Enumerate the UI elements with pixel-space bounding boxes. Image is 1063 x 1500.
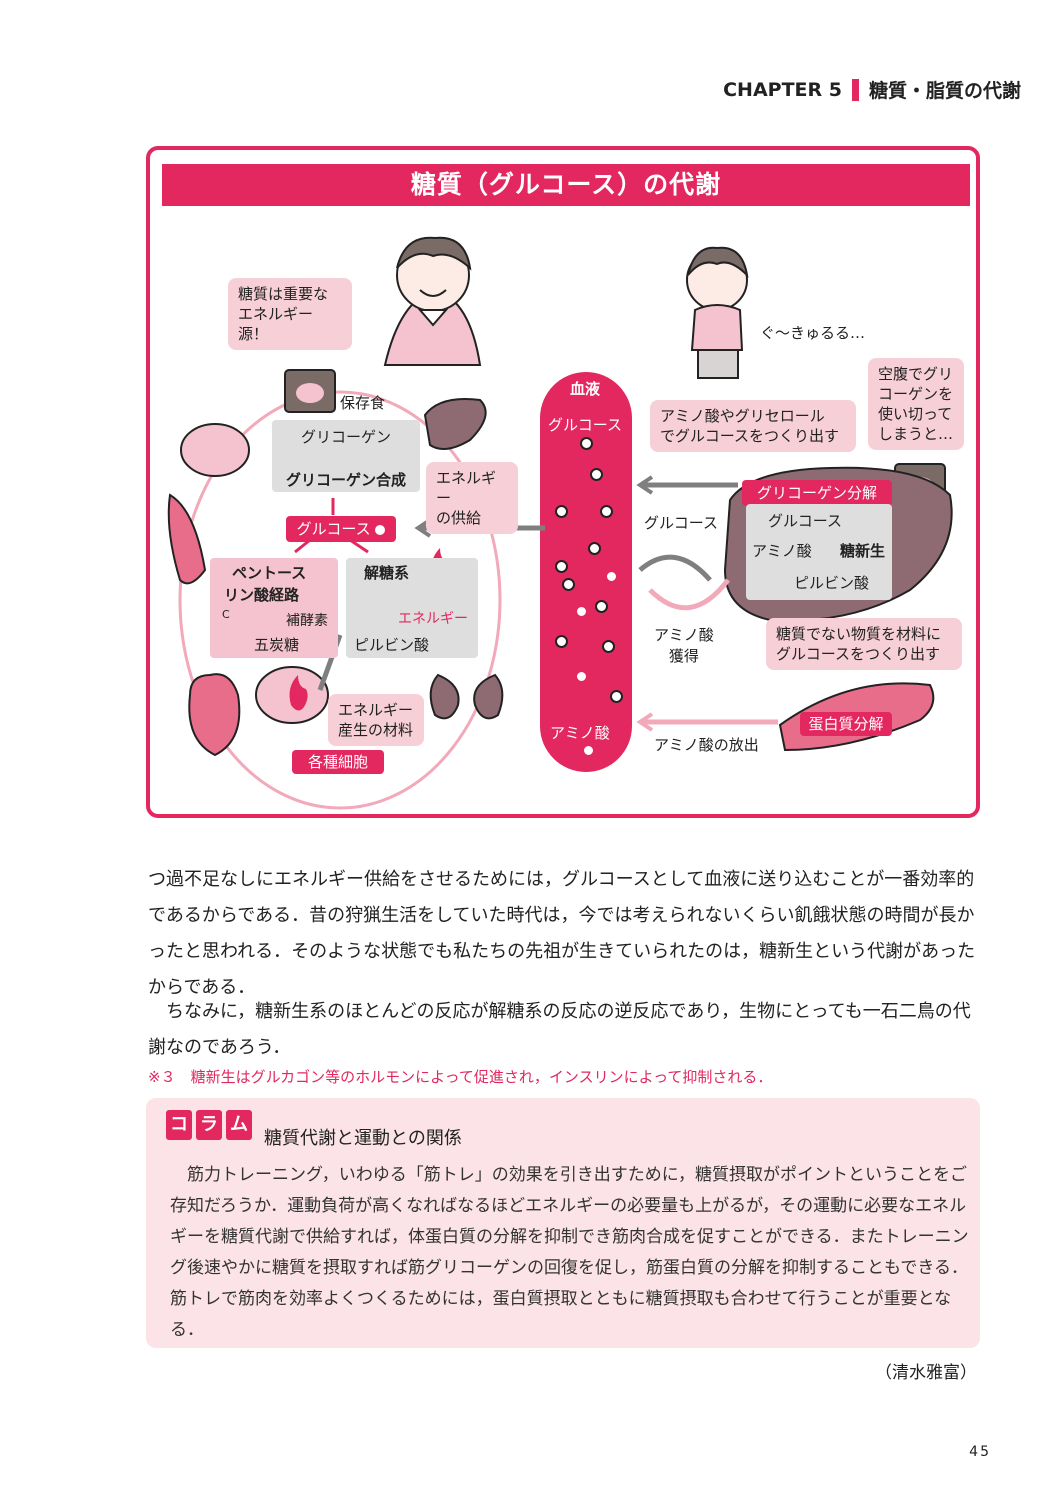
- column-title: 糖質代謝と運動との関係: [264, 1128, 462, 1149]
- header-divider: [851, 78, 859, 101]
- brain-icon: [180, 423, 250, 477]
- amino-glycerol-bubble: アミノ酸やグリセロール でグルコースをつくり出す: [650, 400, 856, 452]
- amino-molecule: [575, 605, 588, 618]
- paragraph-2: ちなみに，糖新生系のほとんどの反応が解糖系の反応の逆反応であり，生物にとっても一…: [148, 1001, 971, 1058]
- paragraph-1: つ過不足なしにエネルギー供給をさせるためには，グルコースとして血液に送り込むこと…: [148, 869, 976, 998]
- glycogen-label: グリコーゲン: [300, 428, 391, 446]
- liver-icon-small: [423, 398, 487, 450]
- hungry-line-4: しまうと…: [878, 425, 954, 443]
- stomach-sound: ぐ～きゅるる…: [760, 324, 866, 342]
- happy-speech-bubble: 糖質は重要な エネルギー源！: [228, 278, 352, 350]
- non-sugar-bubble: 糖質でない物質を材料に グルコースをつくり出す: [766, 618, 962, 670]
- pentose-sugar-label: 五炭糖: [254, 636, 300, 654]
- glucose-metabolism-figure: 糖質（グルコース）の代謝: [146, 146, 980, 818]
- hungry-line-1: 空腹でグリ: [878, 365, 954, 383]
- glycogen-box: グリコーゲン グリコーゲン合成: [272, 420, 420, 492]
- glucose-molecule: [610, 690, 623, 703]
- blood-label: 血液: [570, 380, 601, 398]
- happy-boy-illustration: [383, 236, 482, 366]
- amino-gain-line-1: アミノ酸: [654, 626, 714, 644]
- amino-release-label: アミノ酸の放出: [654, 736, 759, 754]
- canned-food-icon-left: [284, 369, 336, 413]
- amino-glycerol-line-1: アミノ酸やグリセロール: [660, 407, 825, 425]
- pink-arrows: [636, 578, 778, 732]
- liver-glucose-label: グルコース: [768, 512, 842, 530]
- fire-icon-mito: [289, 675, 308, 711]
- energy-material-line-1: エネルギー: [338, 701, 414, 719]
- column-box: コ ラ ム 糖質代謝と運動との関係 筋力トレーニング，いわゆる「筋トレ」の効果を…: [146, 1098, 980, 1348]
- glycolysis-box: 解糖系 エネルギー ピルビン酸: [346, 558, 478, 658]
- energy-supply-bubble: エネルギー の供給: [426, 462, 518, 534]
- liver-pyruvate-label: ピルビン酸: [794, 574, 870, 592]
- footnote: ※３ 糖新生はグルカゴン等のホルモンによって促進され，インスリンによって抑制され…: [148, 1068, 773, 1086]
- chapter-header: CHAPTER 5 糖質・脂質の代謝: [723, 76, 1021, 103]
- hungry-speech-bubble: 空腹でグリ コーゲンを 使い切って しまうと…: [868, 358, 964, 450]
- energy-supply-line-2: の供給: [436, 509, 482, 527]
- glycolysis-label: 解糖系: [364, 564, 410, 582]
- amino-gain-label: アミノ酸 獲得: [654, 624, 714, 666]
- hungry-line-3: 使い切って: [878, 405, 953, 423]
- pentose-line-2: リン酸経路: [224, 586, 300, 604]
- coenzyme-label: 補酵素: [286, 613, 328, 629]
- heart-icon: [188, 673, 241, 757]
- glucose-molecule: [580, 437, 593, 450]
- pyruvate-label: ピルビン酸: [354, 636, 430, 654]
- author: （清水雅富）: [875, 1363, 977, 1383]
- glucose-molecule: [555, 560, 568, 573]
- glucose-molecule: [555, 635, 568, 648]
- chapter-number: CHAPTER 5: [723, 78, 842, 101]
- cell-types-label: 各種細胞: [292, 750, 384, 774]
- speech-line-2: エネルギー源！: [238, 305, 314, 343]
- chapter-title: 糖質・脂質の代謝: [868, 80, 1021, 102]
- pentose-line-1: ペントース: [232, 564, 307, 582]
- energy-label: エネルギー: [398, 611, 468, 627]
- speech-line-1: 糖質は重要な: [238, 285, 329, 303]
- glucose-molecule: [602, 640, 615, 653]
- glycogen-synthesis-label: グリコーゲン合成: [285, 471, 406, 489]
- non-sugar-line-2: グルコースをつくり出す: [776, 645, 940, 663]
- cell-glucose-pill: グルコース: [286, 516, 396, 542]
- glucose-molecule: [600, 505, 613, 518]
- glucose-molecule-icon: [375, 524, 386, 535]
- amino-glycerol-line-2: でグルコースをつくり出す: [660, 427, 839, 445]
- glucose-molecule: [555, 505, 568, 518]
- amino-gain-line-2: 獲得: [668, 647, 699, 665]
- amino-molecule: [605, 570, 618, 583]
- preserved-food-label: 保存食: [340, 394, 386, 412]
- energy-material-bubble: エネルギー 産生の材料: [328, 694, 424, 746]
- blood-vessel: [540, 372, 632, 772]
- arrow-glucose-label: グルコース: [644, 514, 718, 532]
- amino-molecule: [582, 744, 595, 757]
- liver-amino-label: アミノ酸: [752, 542, 812, 560]
- figure-title: 糖質（グルコース）の代謝: [162, 164, 970, 206]
- blood-amino-label: アミノ酸: [550, 724, 610, 742]
- column-tag-3: ム: [226, 1110, 252, 1140]
- non-sugar-line-1: 糖質でない物質を材料に: [776, 625, 942, 643]
- muscle-icon-small: [167, 493, 207, 585]
- glucose-molecule: [590, 468, 603, 481]
- energy-material-line-2: 産生の材料: [338, 721, 414, 739]
- kidney-icon: [429, 673, 504, 720]
- energy-supply-line-1: エネルギー: [436, 469, 497, 507]
- column-tag-1: コ: [166, 1110, 192, 1140]
- cell-outline: [178, 390, 502, 810]
- liver-reaction-box: グルコース アミノ酸 糖新生 ピルビン酸: [746, 504, 892, 600]
- amino-molecule: [575, 670, 588, 683]
- column-body: 筋力トレーニング，いわゆる「筋トレ」の効果を引き出すために，糖質摂取がポイントと…: [170, 1165, 969, 1340]
- pentose-box: ペントース リン酸経路 補酵素 五炭糖 C: [210, 558, 338, 658]
- gluconeogenesis-label: 糖新生: [840, 542, 886, 560]
- cell-glucose-label: グルコース: [296, 520, 371, 538]
- red-arrows: [294, 498, 369, 554]
- page-number: 45: [969, 1444, 991, 1460]
- hungry-line-2: コーゲンを: [878, 385, 954, 403]
- glucose-molecule: [595, 600, 608, 613]
- glucose-molecule: [588, 542, 601, 555]
- blood-glucose-label: グルコース: [548, 416, 622, 434]
- glycogenolysis-label: グリコーゲン分解: [742, 480, 892, 506]
- glucose-molecule: [562, 578, 575, 591]
- carbon-atom: C: [222, 608, 230, 621]
- hungry-boy-illustration: [686, 246, 749, 379]
- protein-breakdown-label: 蛋白質分解: [800, 712, 892, 736]
- column-tag-2: ラ: [196, 1110, 222, 1140]
